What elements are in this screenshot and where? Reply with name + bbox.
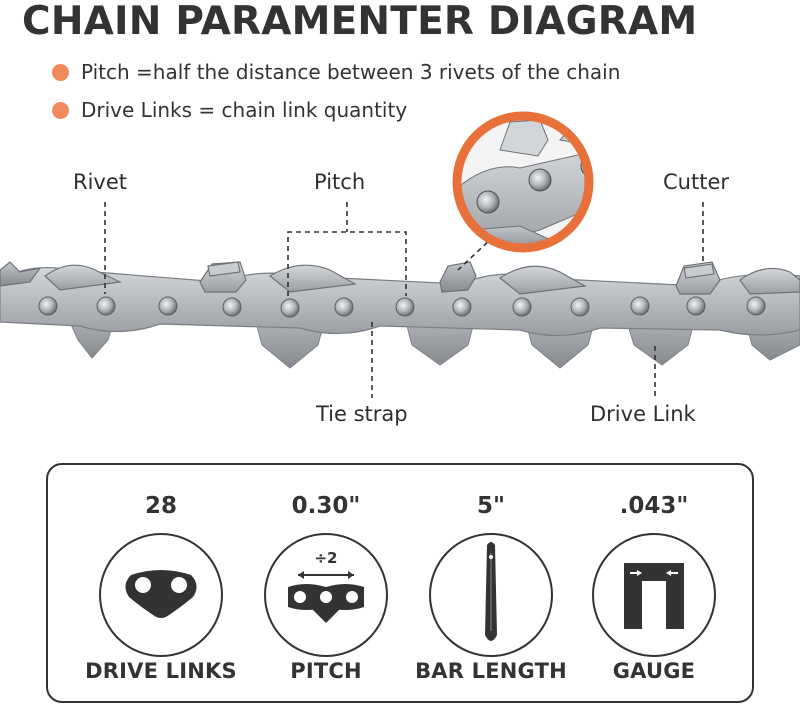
- rivet: [159, 297, 177, 315]
- label-cutter: Cutter: [663, 170, 729, 194]
- spec-label: DRIVE LINKS: [66, 659, 256, 683]
- rivet: [396, 298, 414, 316]
- spec-icon-ring: [592, 533, 716, 657]
- pitch-divide-text: ÷2: [266, 549, 386, 567]
- rivet: [281, 299, 299, 317]
- spec-label: BAR LENGTH: [396, 659, 586, 683]
- label-rivet: Rivet: [73, 170, 127, 194]
- label-pitch: Pitch: [314, 170, 365, 194]
- spec-value: 5": [416, 493, 566, 519]
- label-tie-strap: Tie strap: [316, 402, 408, 426]
- spec-icon-ring: [429, 533, 553, 657]
- rivet: [223, 298, 241, 316]
- rivet: [687, 297, 705, 315]
- spec-icon-ring: ÷2: [264, 533, 388, 657]
- spec-value: 0.30": [251, 493, 401, 519]
- specs-panel: 28 DRIVE LINKS 0.30" ÷2 PITC: [46, 463, 754, 703]
- rivet: [335, 298, 353, 316]
- spec-label: PITCH: [231, 659, 421, 683]
- guide-bar-icon: [431, 535, 551, 655]
- rivet: [747, 297, 765, 315]
- rivet: [453, 298, 471, 316]
- rivet: [631, 297, 649, 315]
- spec-bar-length: 5" BAR LENGTH: [416, 465, 566, 705]
- rivet: [39, 297, 57, 315]
- spec-value: 28: [86, 493, 236, 519]
- zoom-detail: [440, 116, 610, 252]
- gauge-icon: [594, 535, 714, 655]
- zoom-rivet: [529, 169, 551, 191]
- spec-label: GAUGE: [559, 659, 749, 683]
- spec-gauge: .043" GAUGE: [579, 465, 729, 705]
- spec-icon-ring: [99, 533, 223, 657]
- spec-value: .043": [579, 493, 729, 519]
- zoom-rivet: [477, 191, 499, 213]
- label-drive-link: Drive Link: [590, 402, 696, 426]
- rivet: [571, 298, 589, 316]
- cutter: [740, 268, 800, 294]
- spec-drive-links: 28 DRIVE LINKS: [86, 465, 236, 705]
- chain-diagram: [0, 0, 800, 460]
- spec-pitch: 0.30" ÷2 PITCH: [251, 465, 401, 705]
- rivet: [97, 297, 115, 315]
- rivet: [513, 298, 531, 316]
- drive-link-icon: [101, 535, 221, 655]
